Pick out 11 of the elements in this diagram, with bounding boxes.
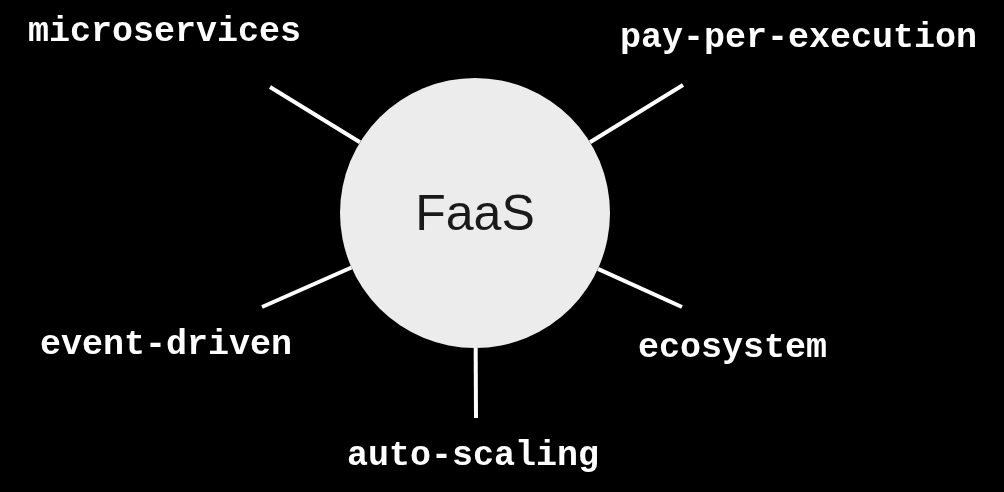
feature-label: microservices [28, 12, 302, 52]
connector-line [473, 348, 478, 418]
feature-label: event-driven [40, 325, 293, 365]
connector-line [588, 83, 685, 144]
circle-label: FaaS [415, 188, 535, 238]
feature-label: ecosystem [638, 328, 828, 368]
connector-line [261, 265, 353, 309]
connector-line [597, 267, 683, 309]
feature-label: pay-per-execution [620, 18, 978, 58]
connector-line [268, 85, 362, 144]
feature-label: auto-scaling [347, 436, 600, 476]
